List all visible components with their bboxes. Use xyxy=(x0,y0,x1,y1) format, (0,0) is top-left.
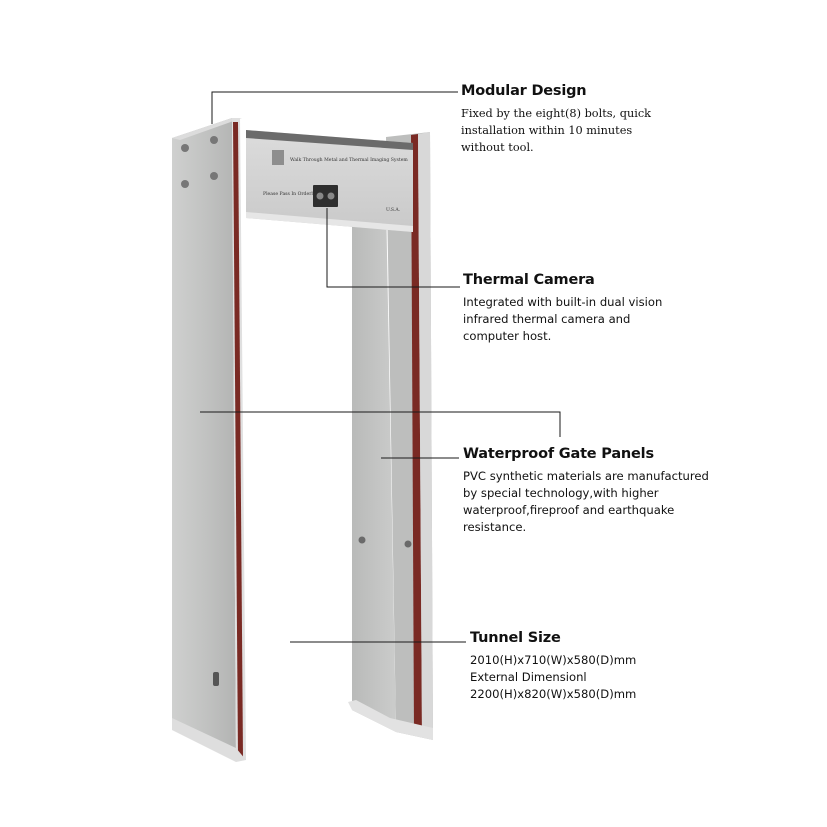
callout-line: installation within 10 minutes xyxy=(461,124,633,137)
bolt-icon xyxy=(210,172,218,180)
left-gate-column xyxy=(172,118,246,762)
callout-line: Fixed by the eight(8) bolts, quick xyxy=(461,107,652,120)
camera-lens-icon xyxy=(316,192,324,200)
callout-title: Waterproof Gate Panels xyxy=(463,446,654,462)
callout-line: resistance. xyxy=(463,520,527,534)
bolt-icon xyxy=(210,136,218,144)
callout-line: without tool. xyxy=(461,141,534,154)
leader-modular xyxy=(211,91,458,124)
callout-modular-design: Modular Design Fixed by the eight(8) bol… xyxy=(461,83,651,156)
brand-logo-icon xyxy=(272,150,284,165)
thermal-camera xyxy=(313,185,338,207)
bolt-icon xyxy=(358,536,366,544)
top-crossbeam: Walk Through Metal and Thermal Imaging S… xyxy=(246,130,413,232)
bolt-icon xyxy=(181,180,189,188)
callout-line: PVC synthetic materials are manufactured xyxy=(463,469,709,483)
camera-lens-icon xyxy=(327,192,335,200)
callout-thermal-camera: Thermal Camera Integrated with built-in … xyxy=(463,272,662,345)
callout-line: infrared thermal camera and xyxy=(463,312,631,326)
callout-line: computer host. xyxy=(463,329,552,343)
right-gate-column xyxy=(348,132,433,740)
leader-thermal xyxy=(326,208,460,288)
callout-line: Integrated with built-in dual vision xyxy=(463,295,663,309)
leader-panels-left xyxy=(200,411,561,437)
bolt-icon xyxy=(404,540,412,548)
callout-waterproof-panels: Waterproof Gate Panels PVC synthetic mat… xyxy=(463,446,709,536)
leader-lines xyxy=(200,91,561,643)
sensor-slot xyxy=(213,672,219,686)
callout-line: 2200(H)x820(W)x580(D)mm xyxy=(470,687,637,701)
callout-line: by special technology,with higher xyxy=(463,486,659,500)
bolt-icon xyxy=(181,144,189,152)
crossbeam-code: U.S.A. xyxy=(386,207,401,213)
callout-title: Tunnel Size xyxy=(470,630,561,646)
crossbeam-title: Walk Through Metal and Thermal Imaging S… xyxy=(290,157,408,163)
callout-title: Modular Design xyxy=(461,83,587,99)
callout-line: waterproof,fireproof and earthquake xyxy=(463,503,675,517)
callout-title: Thermal Camera xyxy=(463,272,595,288)
callout-tunnel-size: Tunnel Size 2010(H)x710(W)x580(D)mm Exte… xyxy=(470,630,636,703)
crossbeam-instruction: Please Pass In Orderly xyxy=(263,191,316,197)
callout-line: 2010(H)x710(W)x580(D)mm xyxy=(470,653,637,667)
callout-line: External Dimensionl xyxy=(470,670,587,684)
